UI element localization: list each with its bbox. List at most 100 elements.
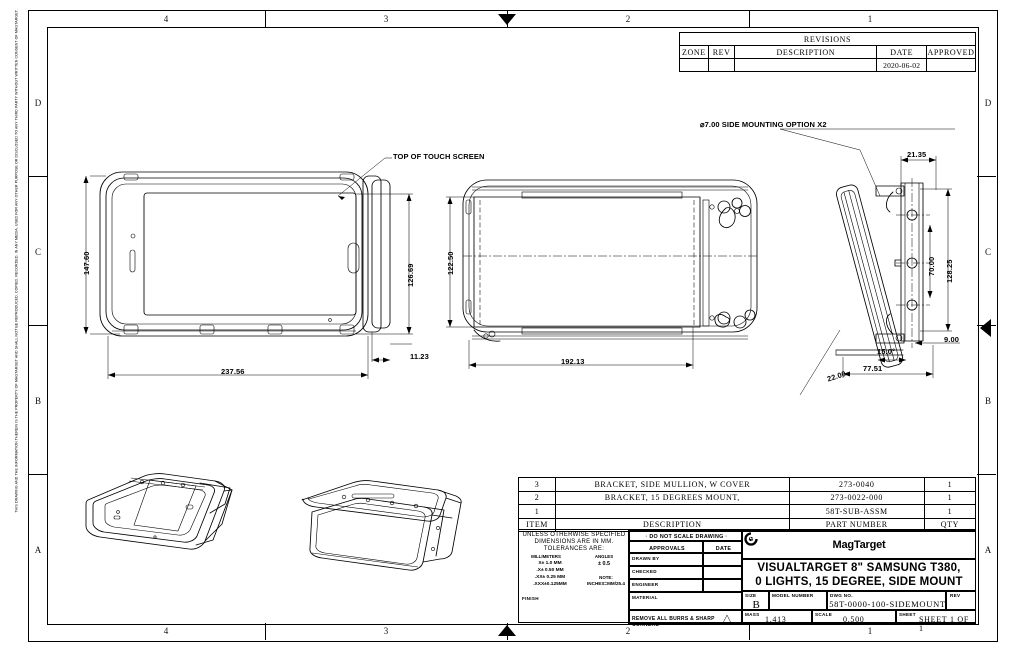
zone-label-top-4: 4 (163, 14, 169, 24)
approvals-date-checked[interactable] (703, 566, 742, 579)
dim-front-height: 147.60 (82, 251, 91, 275)
size-cell: SIZE B (742, 591, 769, 611)
dim-front-width: 237.56 (221, 367, 245, 376)
sheet-inner-border (47, 27, 979, 625)
sheet-cell: SHEET SHEET 1 OF 1 (896, 610, 976, 633)
mass-label: MASS (745, 612, 760, 617)
approvals-date-drawn-by[interactable] (703, 553, 742, 566)
dim-side-angle: 15.0° (877, 347, 896, 356)
material-label: MATERIAL (632, 595, 658, 600)
dim-rear-width: 192.13 (561, 357, 585, 366)
burrs-note-field: REMOVE ALL BURRS & SHARP CORNERS (629, 610, 742, 628)
company-name: MagTarget (832, 538, 886, 551)
approvals-row-checked[interactable]: CHECKED (629, 566, 703, 579)
rear-view-dimensions (446, 196, 694, 369)
tolerance-line-2: DIMENSIONS ARE IN MM. (534, 539, 614, 545)
zone-tick (28, 325, 47, 326)
sheet-value: SHEET 1 OF 1 (919, 615, 969, 633)
scale-value: 0.500 (843, 615, 865, 624)
approvals-header: APPROVALS (629, 541, 703, 553)
drawn-by-label: DRAWN BY (632, 556, 660, 561)
zone-label-top-3: 3 (383, 14, 389, 24)
rear-view (462, 179, 758, 342)
burrs-note-text: REMOVE ALL BURRS & SHARP CORNERS (632, 616, 715, 628)
drawing-title-line1: VISUALTARGET 8" SAMSUNG T380, (757, 562, 961, 574)
revisions-header-approved: APPROVED (926, 45, 976, 59)
bom-qty: 1 (923, 490, 977, 505)
tolerance-note-label: NOTE: (599, 575, 613, 580)
size-value: B (752, 599, 761, 611)
tolerance-x: X± 1.0 MM (538, 561, 562, 566)
revision-date: 2020-06-02 (876, 58, 928, 72)
zone-label-bottom-3: 3 (383, 626, 389, 636)
zone-tick (749, 10, 750, 27)
annotation-touch-screen: TOP OF TOUCH SCREEN (393, 152, 485, 161)
bom-item: 3 (517, 477, 557, 492)
drawing-title-cell: VISUALTARGET 8" SAMSUNG T380, 0 LIGHTS, … (742, 559, 976, 591)
drawing-title-line2: 0 LIGHTS, 15 DEGREE, SIDE MOUNT (755, 576, 963, 588)
tolerance-xxxx: .XXX±0.125MM (533, 582, 567, 587)
revisions-header-zone: ZONE (679, 45, 709, 59)
approvals-date-header-text: DATE (715, 546, 732, 552)
revisions-header-date: DATE (876, 45, 928, 59)
material-field[interactable]: MATERIAL (629, 592, 742, 610)
dim-front-screen-height: 126.69 (406, 263, 415, 287)
dim-side-hole-spacing: 70.00 (927, 256, 936, 276)
revisions-row: 2020-06-02 (679, 58, 976, 72)
center-mark-top-icon (498, 14, 516, 25)
engineer-label: ENGINEER (632, 582, 659, 587)
scale-cell: SCALE 0.500 (812, 610, 896, 624)
isometric-view-front (85, 473, 233, 550)
scale-label: SCALE (815, 612, 833, 617)
isometric-view-rear (301, 480, 462, 571)
approvals-date-engineer[interactable] (703, 579, 742, 592)
zone-tick (28, 474, 47, 475)
sheet-outer-border (28, 10, 998, 642)
zone-label-left-a: A (34, 545, 42, 555)
revisions-title: REVISIONS (679, 32, 976, 46)
model-number-cell[interactable]: MODEL NUMBER (769, 591, 827, 610)
revisions-header-rev: REV (707, 45, 736, 59)
bom-qty: 1 (923, 477, 977, 492)
do-not-scale-banner: · DO NOT SCALE DRAWING · (629, 530, 742, 541)
title-block: UNLESS OTHERWISE SPECIFIED DIMENSIONS AR… (518, 529, 976, 633)
rev-cell: REV (946, 591, 976, 610)
front-view (99, 157, 392, 337)
zone-tick (28, 176, 47, 177)
zone-tick (749, 623, 750, 640)
bom-item: 1 (517, 504, 557, 519)
finish-label: FINISH (522, 596, 539, 601)
zone-label-bottom-2: 2 (625, 626, 631, 636)
zone-tick (265, 10, 266, 27)
bom-item: 2 (517, 490, 557, 505)
approvals-row-engineer[interactable]: ENGINEER (629, 579, 703, 592)
dwg-no-cell: DWG NO. 58T-0000-100-SIDEMOUNT (827, 591, 946, 610)
side-view-dimensions (842, 156, 960, 378)
bom-header-row: ITEM DESCRIPTION PART NUMBER QTY (517, 517, 977, 532)
bom-row: 1 58T-SUB-ASSM 1 (517, 504, 977, 519)
tolerance-xxx: .XX± 0.25 MM (534, 575, 566, 580)
dim-side-top-width: 21.35 (907, 150, 927, 159)
bom-row: 3 BRACKET, SIDE MULLION, W COVER 273-004… (517, 477, 977, 492)
dim-side-height: 128.25 (945, 259, 954, 283)
bom-qty: 1 (923, 504, 977, 519)
annotation-side-mounting: ⌀7.00 SIDE MOUNTING OPTION X2 (700, 120, 827, 129)
zone-label-right-a: A (984, 545, 992, 555)
tolerance-note-value: INCHES=MM/25.4 (587, 581, 625, 586)
rev-label: REV (950, 593, 961, 598)
center-mark-right-icon (980, 319, 991, 337)
zone-label-right-c: C (984, 247, 991, 257)
model-number-label: MODEL NUMBER (772, 593, 814, 598)
dwg-no-value: 58T-0000-100-SIDEMOUNT (829, 599, 946, 609)
zone-label-left-b: B (34, 396, 41, 406)
revision-rev (707, 58, 736, 72)
approvals-row-drawn-by[interactable]: DRAWN BY (629, 553, 703, 566)
dim-side-offset: 9.00 (944, 335, 959, 344)
center-mark-bottom-icon (498, 625, 516, 636)
revision-zone (679, 58, 709, 72)
tolerance-angles-value: ± 0.5 (598, 561, 610, 567)
bom-description (555, 504, 790, 519)
tolerance-col-angles: ANGLES (594, 554, 614, 559)
zone-tick (977, 176, 996, 177)
